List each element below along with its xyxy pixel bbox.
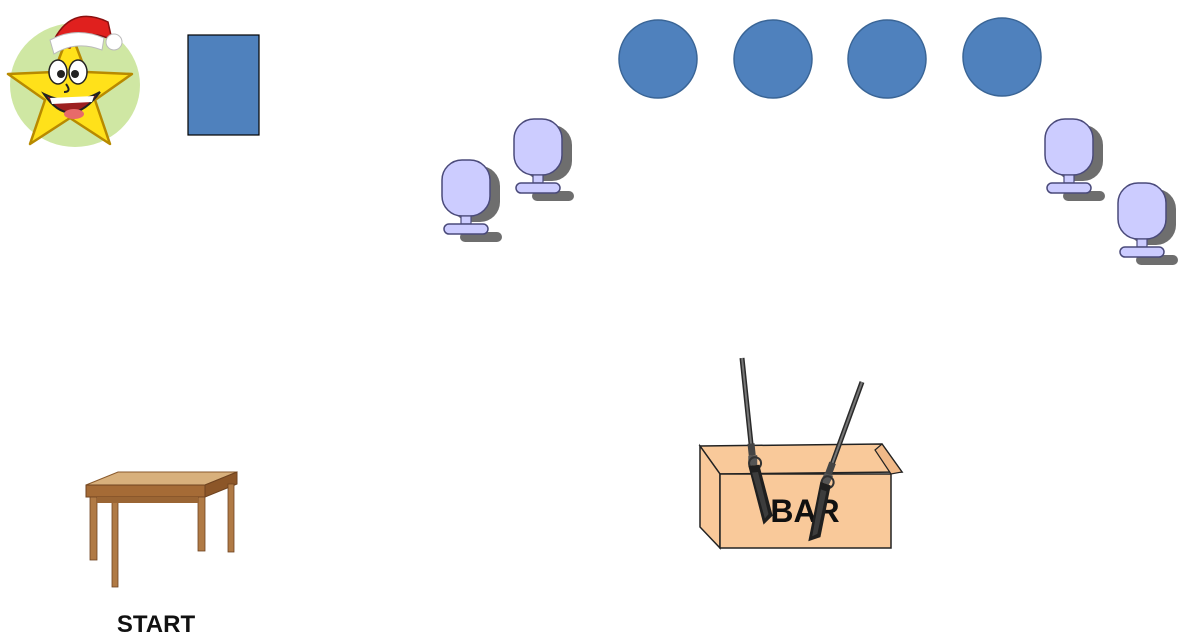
chair-group — [441, 118, 1179, 266]
chair-icon — [1044, 118, 1106, 202]
chair-icon — [513, 118, 575, 202]
round-table — [618, 19, 698, 99]
round-table — [962, 17, 1042, 97]
chair-icon — [1117, 182, 1179, 266]
bar-label: BAR — [770, 493, 839, 529]
rectangular-table — [187, 34, 260, 136]
star-mascot-icon — [6, 15, 140, 147]
round-table — [733, 19, 813, 99]
desk-icon — [85, 471, 238, 588]
round-table — [847, 19, 927, 99]
chair-icon — [441, 159, 503, 243]
round-table-group — [618, 17, 1042, 99]
start-label: START — [117, 611, 196, 636]
